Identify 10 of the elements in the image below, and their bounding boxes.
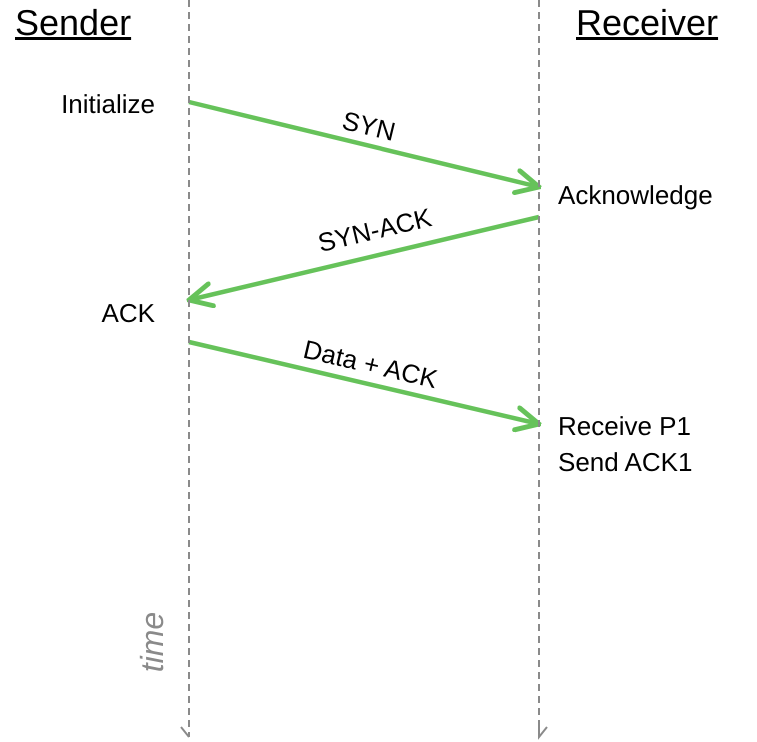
step-label: ACK — [102, 297, 155, 330]
arrow — [188, 340, 542, 432]
arrow — [188, 100, 542, 196]
step-label: Acknowledge — [558, 179, 713, 212]
lifeline-heading: Sender — [15, 2, 132, 44]
arrow — [186, 214, 540, 308]
step-label: Initialize — [61, 88, 155, 121]
lifeline-heading: Receiver — [576, 2, 718, 44]
step-label: Receive P1 Send ACK1 — [558, 410, 694, 479]
axis-label: time — [134, 612, 170, 672]
